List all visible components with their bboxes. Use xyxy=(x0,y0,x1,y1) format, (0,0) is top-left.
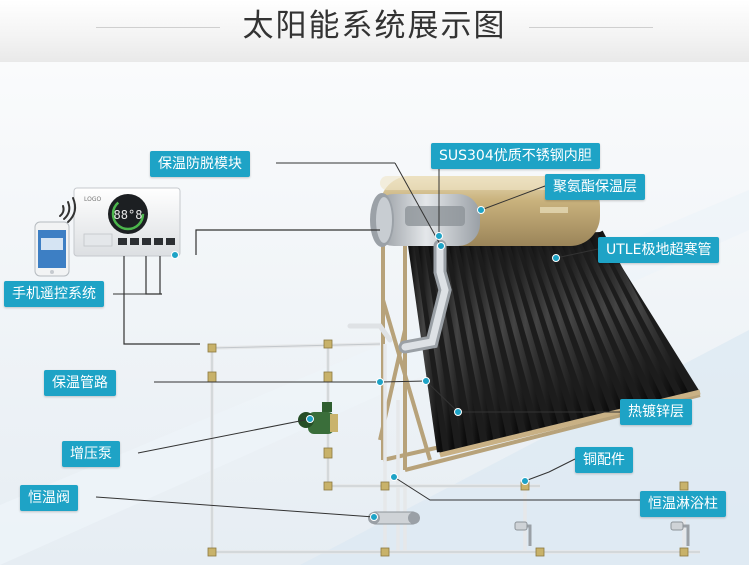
label-galvanized-layer: 热镀锌层 xyxy=(620,399,692,425)
label-copper-fittings: 铜配件 xyxy=(575,447,633,473)
leader-dots xyxy=(171,206,560,521)
pipe-fittings xyxy=(207,339,689,557)
label-booster-pump: 增压泵 xyxy=(62,441,120,467)
control-unit: LOGO 88°8 xyxy=(73,187,181,257)
wifi-icon xyxy=(59,197,77,223)
tank-plumbing xyxy=(347,239,452,354)
label-pu-insulation: 聚氨酯保温层 xyxy=(545,174,645,200)
label-thermostatic-valve: 恒温阀 xyxy=(20,485,78,511)
label-antifreeze-module: 保温防脱模块 xyxy=(150,151,250,177)
leader-lines xyxy=(95,162,640,518)
label-utle-tubes: UTLE极地超寒管 xyxy=(598,237,720,263)
page-title: 太阳能系统展示图 xyxy=(242,8,507,44)
solar-system-diagram: LOGO 88°8 xyxy=(0,62,749,565)
title-rule-left xyxy=(96,27,220,28)
label-remote-control: 手机遥控系统 xyxy=(4,281,104,307)
shower-heads xyxy=(514,521,684,531)
controller-display: 88°8 xyxy=(114,208,143,222)
label-insulated-pipes: 保温管路 xyxy=(44,370,116,396)
label-sus304-tank: SUS304优质不锈钢内胆 xyxy=(431,143,600,169)
label-shower-column: 恒温淋浴柱 xyxy=(640,491,726,517)
tank-end-cap xyxy=(370,193,480,247)
brand-logo: LOGO xyxy=(84,196,102,203)
smartphone xyxy=(34,221,70,277)
controller-buttons xyxy=(118,238,175,245)
title-band: 太阳能系统展示图 xyxy=(0,0,749,62)
title-rule-right xyxy=(529,27,653,28)
